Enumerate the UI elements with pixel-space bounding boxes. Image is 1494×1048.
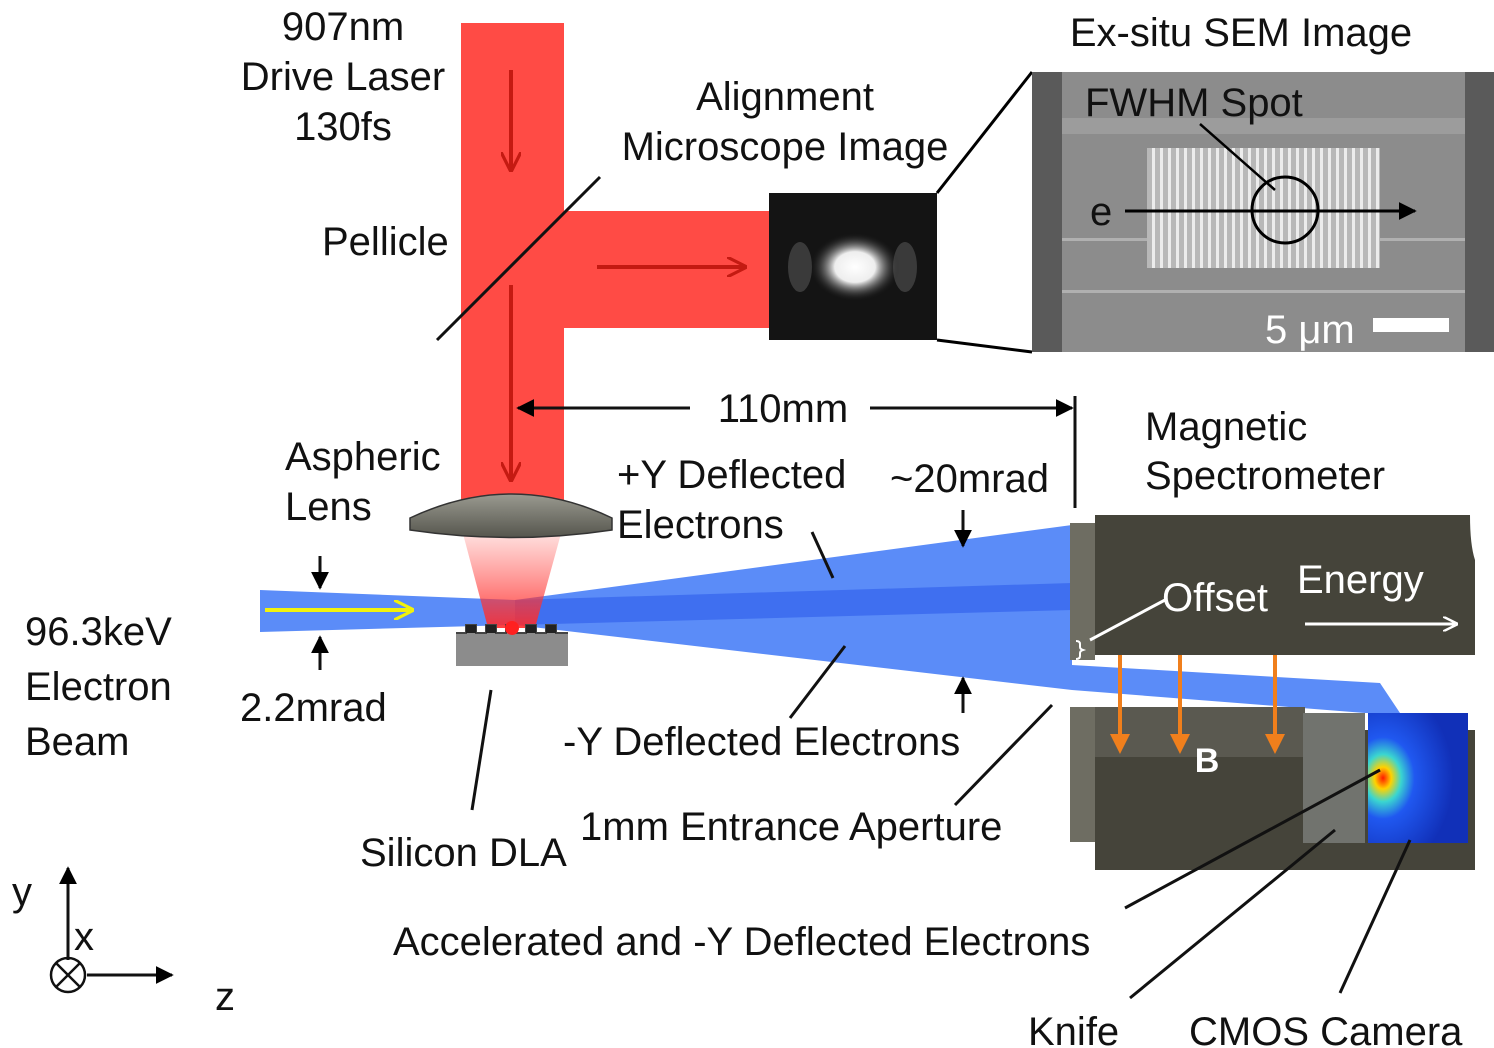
cmos-camera-image bbox=[1368, 713, 1468, 843]
magnetic-spectrometer bbox=[1070, 515, 1475, 870]
alignment-line-1: Alignment bbox=[696, 75, 874, 119]
magnetic-line-1: Magnetic bbox=[1145, 405, 1307, 449]
offset-label: Offset bbox=[1162, 576, 1268, 620]
aperture-leader bbox=[953, 703, 1054, 807]
fwhm-label: FWHM Spot bbox=[1085, 81, 1303, 125]
energy-label: Energy bbox=[1297, 558, 1424, 602]
cmos-label: CMOS Camera bbox=[1189, 1010, 1463, 1048]
b-field-label: B bbox=[1195, 742, 1220, 780]
axis-y-label: y bbox=[12, 870, 32, 914]
coordinate-axes bbox=[49, 866, 174, 994]
minus-y-leader bbox=[788, 645, 847, 719]
sem-title: Ex-situ SEM Image bbox=[1070, 11, 1412, 55]
accelerated-leader bbox=[1124, 768, 1381, 910]
sem-image bbox=[1032, 72, 1494, 352]
accelerated-label: Accelerated and -Y Deflected Electrons bbox=[393, 920, 1090, 964]
knife-label: Knife bbox=[1028, 1010, 1119, 1048]
aperture-label: 1mm Entrance Aperture bbox=[580, 805, 1002, 849]
knife-edge bbox=[1303, 713, 1365, 843]
distance-label: 110mm bbox=[718, 387, 848, 431]
minus-y-label: -Y Deflected Electrons bbox=[563, 720, 960, 764]
drive-laser-beam bbox=[461, 23, 770, 508]
focused-laser-cone bbox=[462, 530, 562, 628]
zoom-line-bottom bbox=[936, 338, 1033, 354]
mrad20-label: ~20mrad bbox=[890, 457, 1049, 501]
x-into-page-icon bbox=[49, 956, 87, 994]
pellicle-label: Pellicle bbox=[322, 220, 449, 264]
mrad22-label: 2.2mrad bbox=[240, 686, 387, 730]
drive-laser-line-2: Drive Laser bbox=[241, 55, 446, 99]
electron-e-label: e bbox=[1090, 190, 1112, 234]
aspheric-lens bbox=[409, 493, 613, 539]
alignment-microscope-image bbox=[769, 193, 937, 340]
fwhm-pointer bbox=[1199, 123, 1276, 191]
beam-line-2: Electron bbox=[25, 665, 172, 709]
alignment-line-2: Microscope Image bbox=[622, 125, 949, 169]
scale-label: 5 μm bbox=[1265, 308, 1355, 352]
axis-x-label: x bbox=[74, 915, 94, 959]
plus-y-line-1: +Y Deflected bbox=[617, 453, 846, 497]
cmos-leader bbox=[1338, 839, 1412, 994]
silicon-dla-label: Silicon DLA bbox=[360, 831, 567, 875]
aspheric-line-2: Lens bbox=[285, 485, 372, 529]
axis-z-label: z bbox=[215, 975, 235, 1019]
knife-leader bbox=[1129, 828, 1336, 1000]
pellicle-line bbox=[435, 175, 602, 342]
drive-laser-line-3: 130fs bbox=[294, 105, 392, 149]
scale-bar bbox=[1373, 318, 1449, 332]
offset-pointer bbox=[1089, 598, 1166, 642]
silicon-dla bbox=[456, 621, 568, 666]
plus-y-leader bbox=[810, 531, 835, 579]
zoom-line-top bbox=[935, 71, 1034, 194]
beam-line-1: 96.3keV bbox=[25, 610, 172, 654]
drive-laser-line-1: 907nm bbox=[282, 5, 404, 49]
plus-y-line-2: Electrons bbox=[617, 503, 784, 547]
electron-beam bbox=[260, 525, 1400, 713]
aspheric-line-1: Aspheric bbox=[285, 435, 441, 479]
magnetic-field-arrows bbox=[1110, 655, 1285, 754]
beam-line-3: Beam bbox=[25, 720, 130, 764]
offset-bracket bbox=[1075, 640, 1087, 660]
magnetic-line-2: Spectrometer bbox=[1145, 454, 1385, 498]
silicon-leader bbox=[470, 689, 493, 811]
